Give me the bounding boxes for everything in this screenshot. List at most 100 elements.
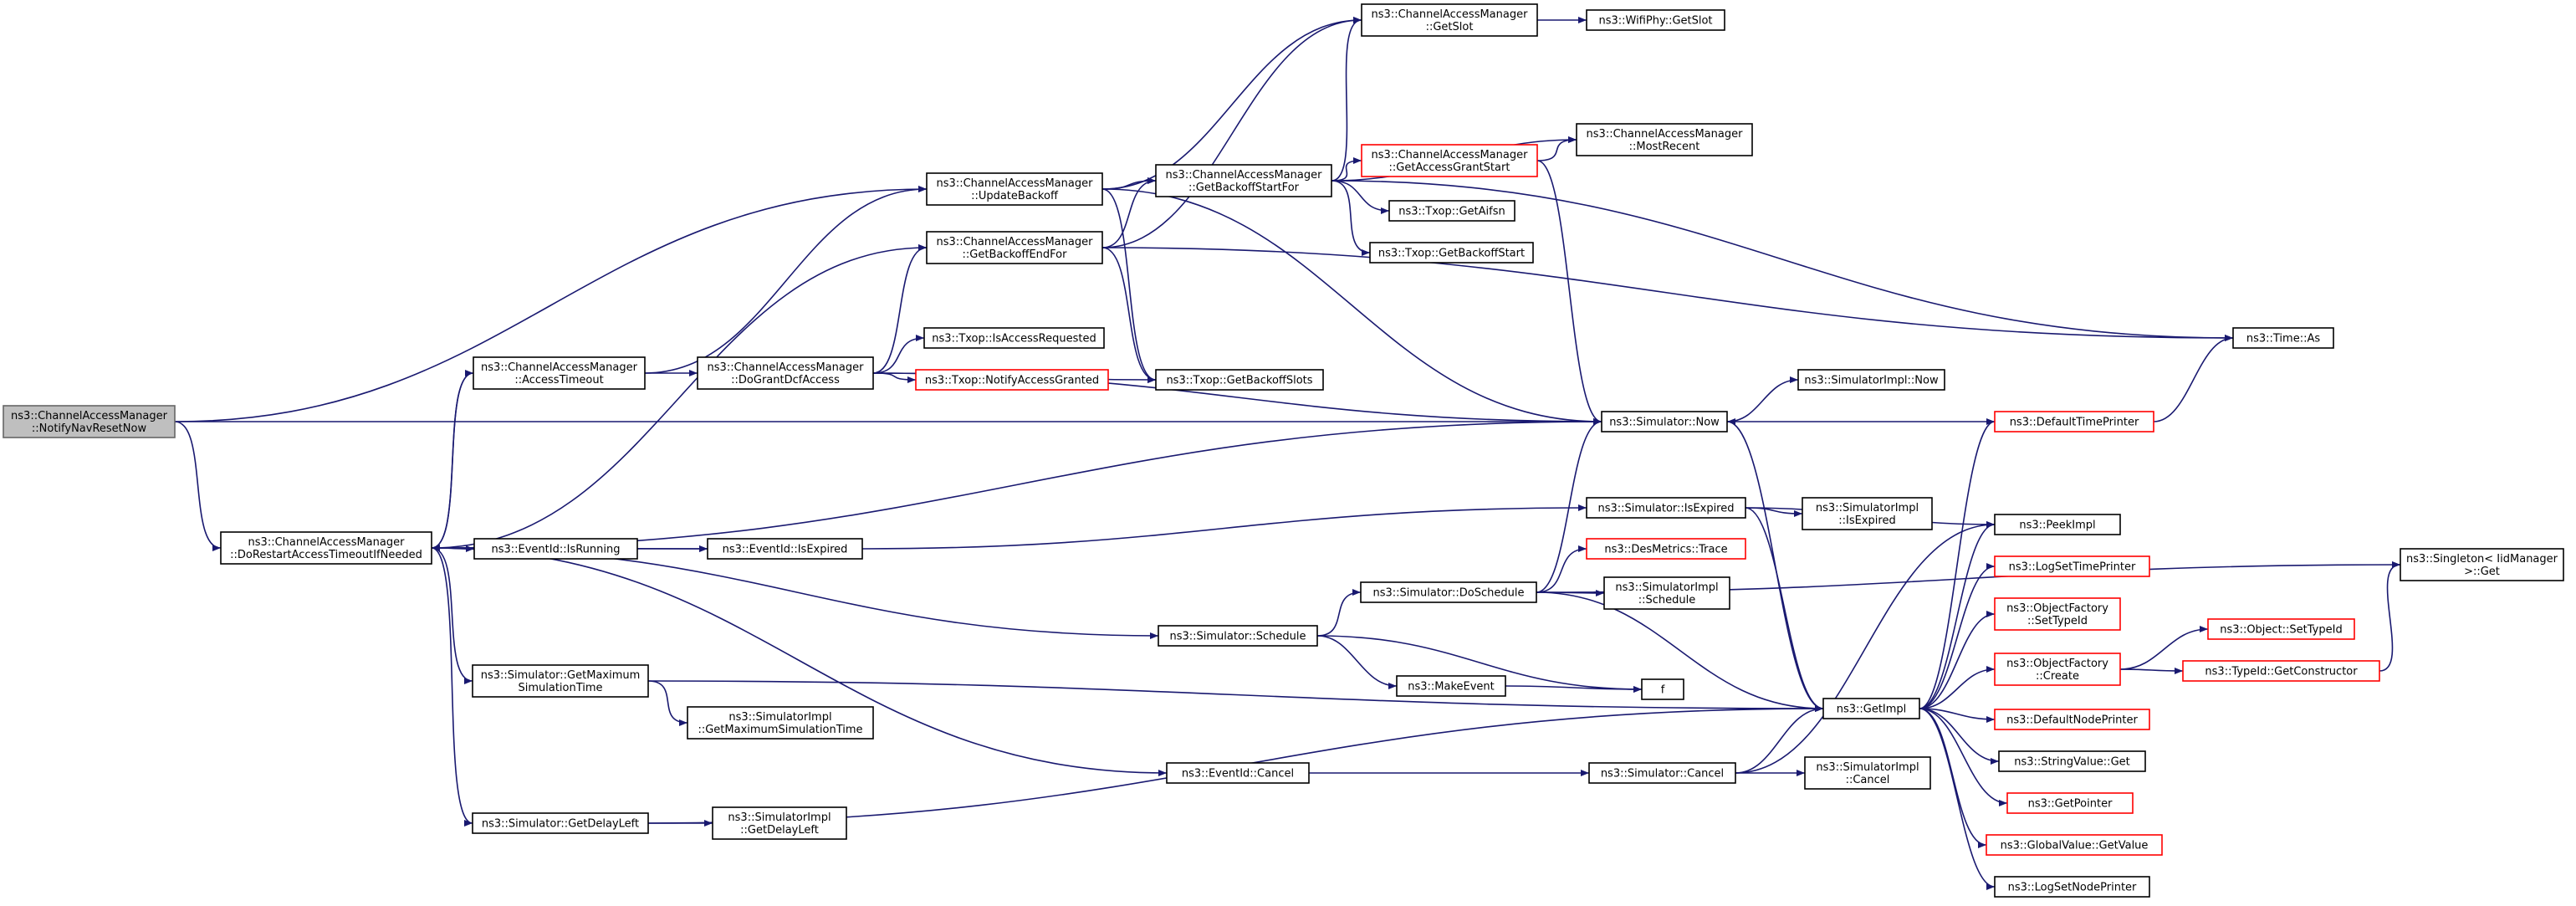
edge-layer (174, 17, 2401, 890)
node-label-simulator-get-delay-left-line-0: ns3::Simulator::GetDelayLeft (482, 818, 639, 831)
node-label-do-grant-dcf-access-line-1: ::DoGrantDcfAccess (731, 374, 840, 386)
node-get-backoff-start-for[interactable]: ns3::ChannelAccessManager::GetBackoffSta… (1155, 164, 1332, 197)
node-label-object-factory-create-line-1: ::Create (2036, 670, 2079, 683)
node-update-backoff[interactable]: ns3::ChannelAccessManager::UpdateBackoff (926, 172, 1103, 206)
node-get-pointer[interactable]: ns3::GetPointer (2006, 792, 2134, 814)
node-time-as[interactable]: ns3::Time::As (2232, 327, 2334, 349)
edge-get-impl-to-peek-impl (1919, 521, 1996, 709)
node-simulator-impl-is-expired[interactable]: ns3::SimulatorImpl::IsExpired (1802, 497, 1933, 530)
node-label-eventid-is-running-line-0: ns3::EventId::IsRunning (491, 544, 620, 556)
node-object-set-typeid[interactable]: ns3::Object::SetTypeId (2207, 618, 2355, 640)
node-box-simulator-impl-is-expired (1802, 497, 1933, 530)
node-get-impl[interactable]: ns3::GetImpl (1822, 698, 1920, 719)
node-object-factory-create[interactable]: ns3::ObjectFactory::Create (1994, 653, 2121, 686)
node-label-object-set-typeid-line-0: ns3::Object::SetTypeId (2220, 624, 2342, 637)
edge-simulator-cancel-to-peek-impl (1735, 521, 1996, 774)
edge-do-restart-access-timeout-to-simulator-get-delay-left (431, 547, 473, 827)
edge-do-grant-dcf-access-to-txop-notify-access-granted (872, 372, 917, 383)
node-get-access-grant-start[interactable]: ns3::ChannelAccessManager::GetAccessGran… (1361, 144, 1538, 177)
node-label-eventid-is-expired-line-0: ns3::EventId::IsExpired (723, 544, 848, 556)
node-simulator-now[interactable]: ns3::Simulator::Now (1601, 411, 1728, 433)
node-label-singleton-get-line-1: >::Get (2464, 566, 2500, 578)
node-get-backoff-end-for[interactable]: ns3::ChannelAccessManager::GetBackoffEnd… (926, 231, 1103, 264)
node-simulator-impl-schedule[interactable]: ns3::SimulatorImpl::Schedule (1603, 576, 1730, 610)
node-global-value-get-value[interactable]: ns3::GlobalValue::GetValue (1986, 834, 2163, 856)
node-simulator-get-delay-left[interactable]: ns3::Simulator::GetDelayLeft (472, 812, 649, 834)
node-txop-notify-access-granted[interactable]: ns3::Txop::NotifyAccessGranted (915, 369, 1109, 391)
node-box-get-impl (1822, 698, 1920, 719)
node-singleton-get[interactable]: ns3::Singleton< IidManager >::Get (2400, 548, 2564, 581)
node-box-eventid-is-running (473, 538, 638, 560)
node-log-set-node-printer[interactable]: ns3::LogSetNodePrinter (1994, 876, 2150, 898)
node-label-make-event-line-0: ns3::MakeEvent (1408, 681, 1495, 694)
node-object-factory-set-typeid[interactable]: ns3::ObjectFactory::SetTypeId (1994, 597, 2121, 631)
node-simulator-is-expired[interactable]: ns3::Simulator::IsExpired (1586, 497, 1746, 519)
node-most-recent[interactable]: ns3::ChannelAccessManager::MostRecent (1576, 123, 1753, 156)
node-label-object-factory-set-typeid-line-1: ::SetTypeId (2027, 615, 2088, 627)
edge-do-grant-dcf-access-to-get-backoff-end-for (872, 244, 928, 374)
node-label-txop-get-aifsn-line-0: ns3::Txop::GetAifsn (1398, 206, 1505, 218)
edge-get-backoff-start-for-to-txop-get-backoff-start (1331, 180, 1371, 256)
node-simulator-impl-now[interactable]: ns3::SimulatorImpl::Now (1797, 369, 1945, 391)
node-box-most-recent (1576, 123, 1753, 156)
node-get-slot[interactable]: ns3::ChannelAccessManager::GetSlot (1361, 3, 1538, 37)
edge-object-factory-create-to-object-set-typeid (2119, 626, 2209, 670)
node-eventid-is-expired[interactable]: ns3::EventId::IsExpired (707, 538, 863, 560)
node-txop-get-backoff-start[interactable]: ns3::Txop::GetBackoffStart (1369, 242, 1534, 264)
node-label-txop-is-access-requested-line-0: ns3::Txop::IsAccessRequested (932, 333, 1096, 346)
node-wifiphy-get-slot[interactable]: ns3::WifiPhy::GetSlot (1586, 9, 1725, 31)
node-box-simulator-is-expired (1586, 497, 1746, 519)
node-eventid-cancel[interactable]: ns3::EventId::Cancel (1166, 762, 1310, 784)
node-txop-get-backoff-slots[interactable]: ns3::Txop::GetBackoffSlots (1155, 369, 1324, 391)
node-label-typeid-get-constructor-line-0: ns3::TypeId::GetConstructor (2205, 666, 2358, 678)
node-do-restart-access-timeout[interactable]: ns3::ChannelAccessManager::DoRestartAcce… (220, 531, 432, 565)
node-typeid-get-constructor[interactable]: ns3::TypeId::GetConstructor (2182, 660, 2380, 682)
node-label-get-backoff-end-for-line-0: ns3::ChannelAccessManager (937, 236, 1094, 248)
edge-update-backoff-to-txop-get-backoff-slots (1101, 188, 1157, 383)
node-box-peek-impl (1994, 514, 2121, 535)
node-notify-nav-reset-now[interactable]: ns3::ChannelAccessManager::NotifyNavRese… (3, 405, 176, 438)
node-peek-impl[interactable]: ns3::PeekImpl (1994, 514, 2121, 535)
node-box-default-node-printer (1994, 709, 2150, 730)
node-label-global-value-get-value-line-0: ns3::GlobalValue::GetValue (2001, 840, 2149, 852)
node-log-set-time-printer[interactable]: ns3::LogSetTimePrinter (1994, 555, 2150, 577)
node-f[interactable]: f (1641, 678, 1684, 700)
node-label-do-grant-dcf-access-line-0: ns3::ChannelAccessManager (708, 361, 865, 374)
node-box-simulator-cancel (1588, 762, 1736, 784)
node-box-simulator-impl-cancel (1804, 756, 1931, 790)
node-default-time-printer[interactable]: ns3::DefaultTimePrinter (1994, 411, 2154, 433)
node-txop-is-access-requested[interactable]: ns3::Txop::IsAccessRequested (923, 327, 1105, 349)
node-label-most-recent-line-0: ns3::ChannelAccessManager (1587, 128, 1744, 141)
node-des-metrics-trace[interactable]: ns3::DesMetrics::Trace (1586, 538, 1746, 560)
node-label-default-node-printer-line-0: ns3::DefaultNodePrinter (2006, 714, 2138, 727)
edge-simulator-schedule-to-f (1316, 635, 1643, 693)
node-label-do-restart-access-timeout-line-1: ::DoRestartAccessTimeoutIfNeeded (230, 549, 422, 561)
edge-access-timeout-to-update-backoff (644, 186, 928, 374)
node-simulator-schedule[interactable]: ns3::Simulator::Schedule (1158, 625, 1318, 647)
node-default-node-printer[interactable]: ns3::DefaultNodePrinter (1994, 709, 2150, 730)
node-simulator-impl-get-max-sim-time[interactable]: ns3::SimulatorImpl::GetMaximumSimulation… (687, 706, 874, 740)
node-label-simulator-impl-get-delay-left-line-0: ns3::SimulatorImpl (728, 811, 831, 824)
edge-typeid-get-constructor-to-singleton-get (2379, 561, 2401, 672)
node-box-simulator-impl-schedule (1603, 576, 1730, 610)
node-simulator-get-max-sim-time[interactable]: ns3::Simulator::GetMaximumSimulationTime (472, 664, 649, 698)
node-box-do-grant-dcf-access (697, 356, 874, 390)
node-simulator-impl-get-delay-left[interactable]: ns3::SimulatorImpl::GetDelayLeft (712, 806, 847, 840)
node-string-value-get[interactable]: ns3::StringValue::Get (1998, 750, 2146, 772)
node-label-simulator-get-max-sim-time-line-0: ns3::Simulator::GetMaximum (481, 669, 641, 682)
node-txop-get-aifsn[interactable]: ns3::Txop::GetAifsn (1388, 200, 1515, 222)
node-do-grant-dcf-access[interactable]: ns3::ChannelAccessManager::DoGrantDcfAcc… (697, 356, 874, 390)
edge-get-access-grant-start-to-most-recent (1536, 136, 1577, 161)
node-simulator-impl-cancel[interactable]: ns3::SimulatorImpl::Cancel (1804, 756, 1931, 790)
node-label-access-timeout-line-0: ns3::ChannelAccessManager (481, 361, 638, 374)
node-access-timeout[interactable]: ns3::ChannelAccessManager::AccessTimeout (473, 356, 646, 390)
node-simulator-cancel[interactable]: ns3::Simulator::Cancel (1588, 762, 1736, 784)
node-label-eventid-cancel-line-0: ns3::EventId::Cancel (1182, 768, 1294, 781)
node-make-event[interactable]: ns3::MakeEvent (1396, 675, 1506, 697)
node-label-simulator-impl-is-expired-line-0: ns3::SimulatorImpl (1816, 502, 1919, 514)
edge-get-impl-to-default-time-printer (1919, 418, 1996, 709)
node-simulator-do-schedule[interactable]: ns3::Simulator::DoSchedule (1360, 581, 1537, 603)
edge-do-restart-access-timeout-to-eventid-cancel (431, 547, 1168, 776)
node-box-simulator-impl-get-max-sim-time (687, 706, 874, 740)
node-eventid-is-running[interactable]: ns3::EventId::IsRunning (473, 538, 638, 560)
